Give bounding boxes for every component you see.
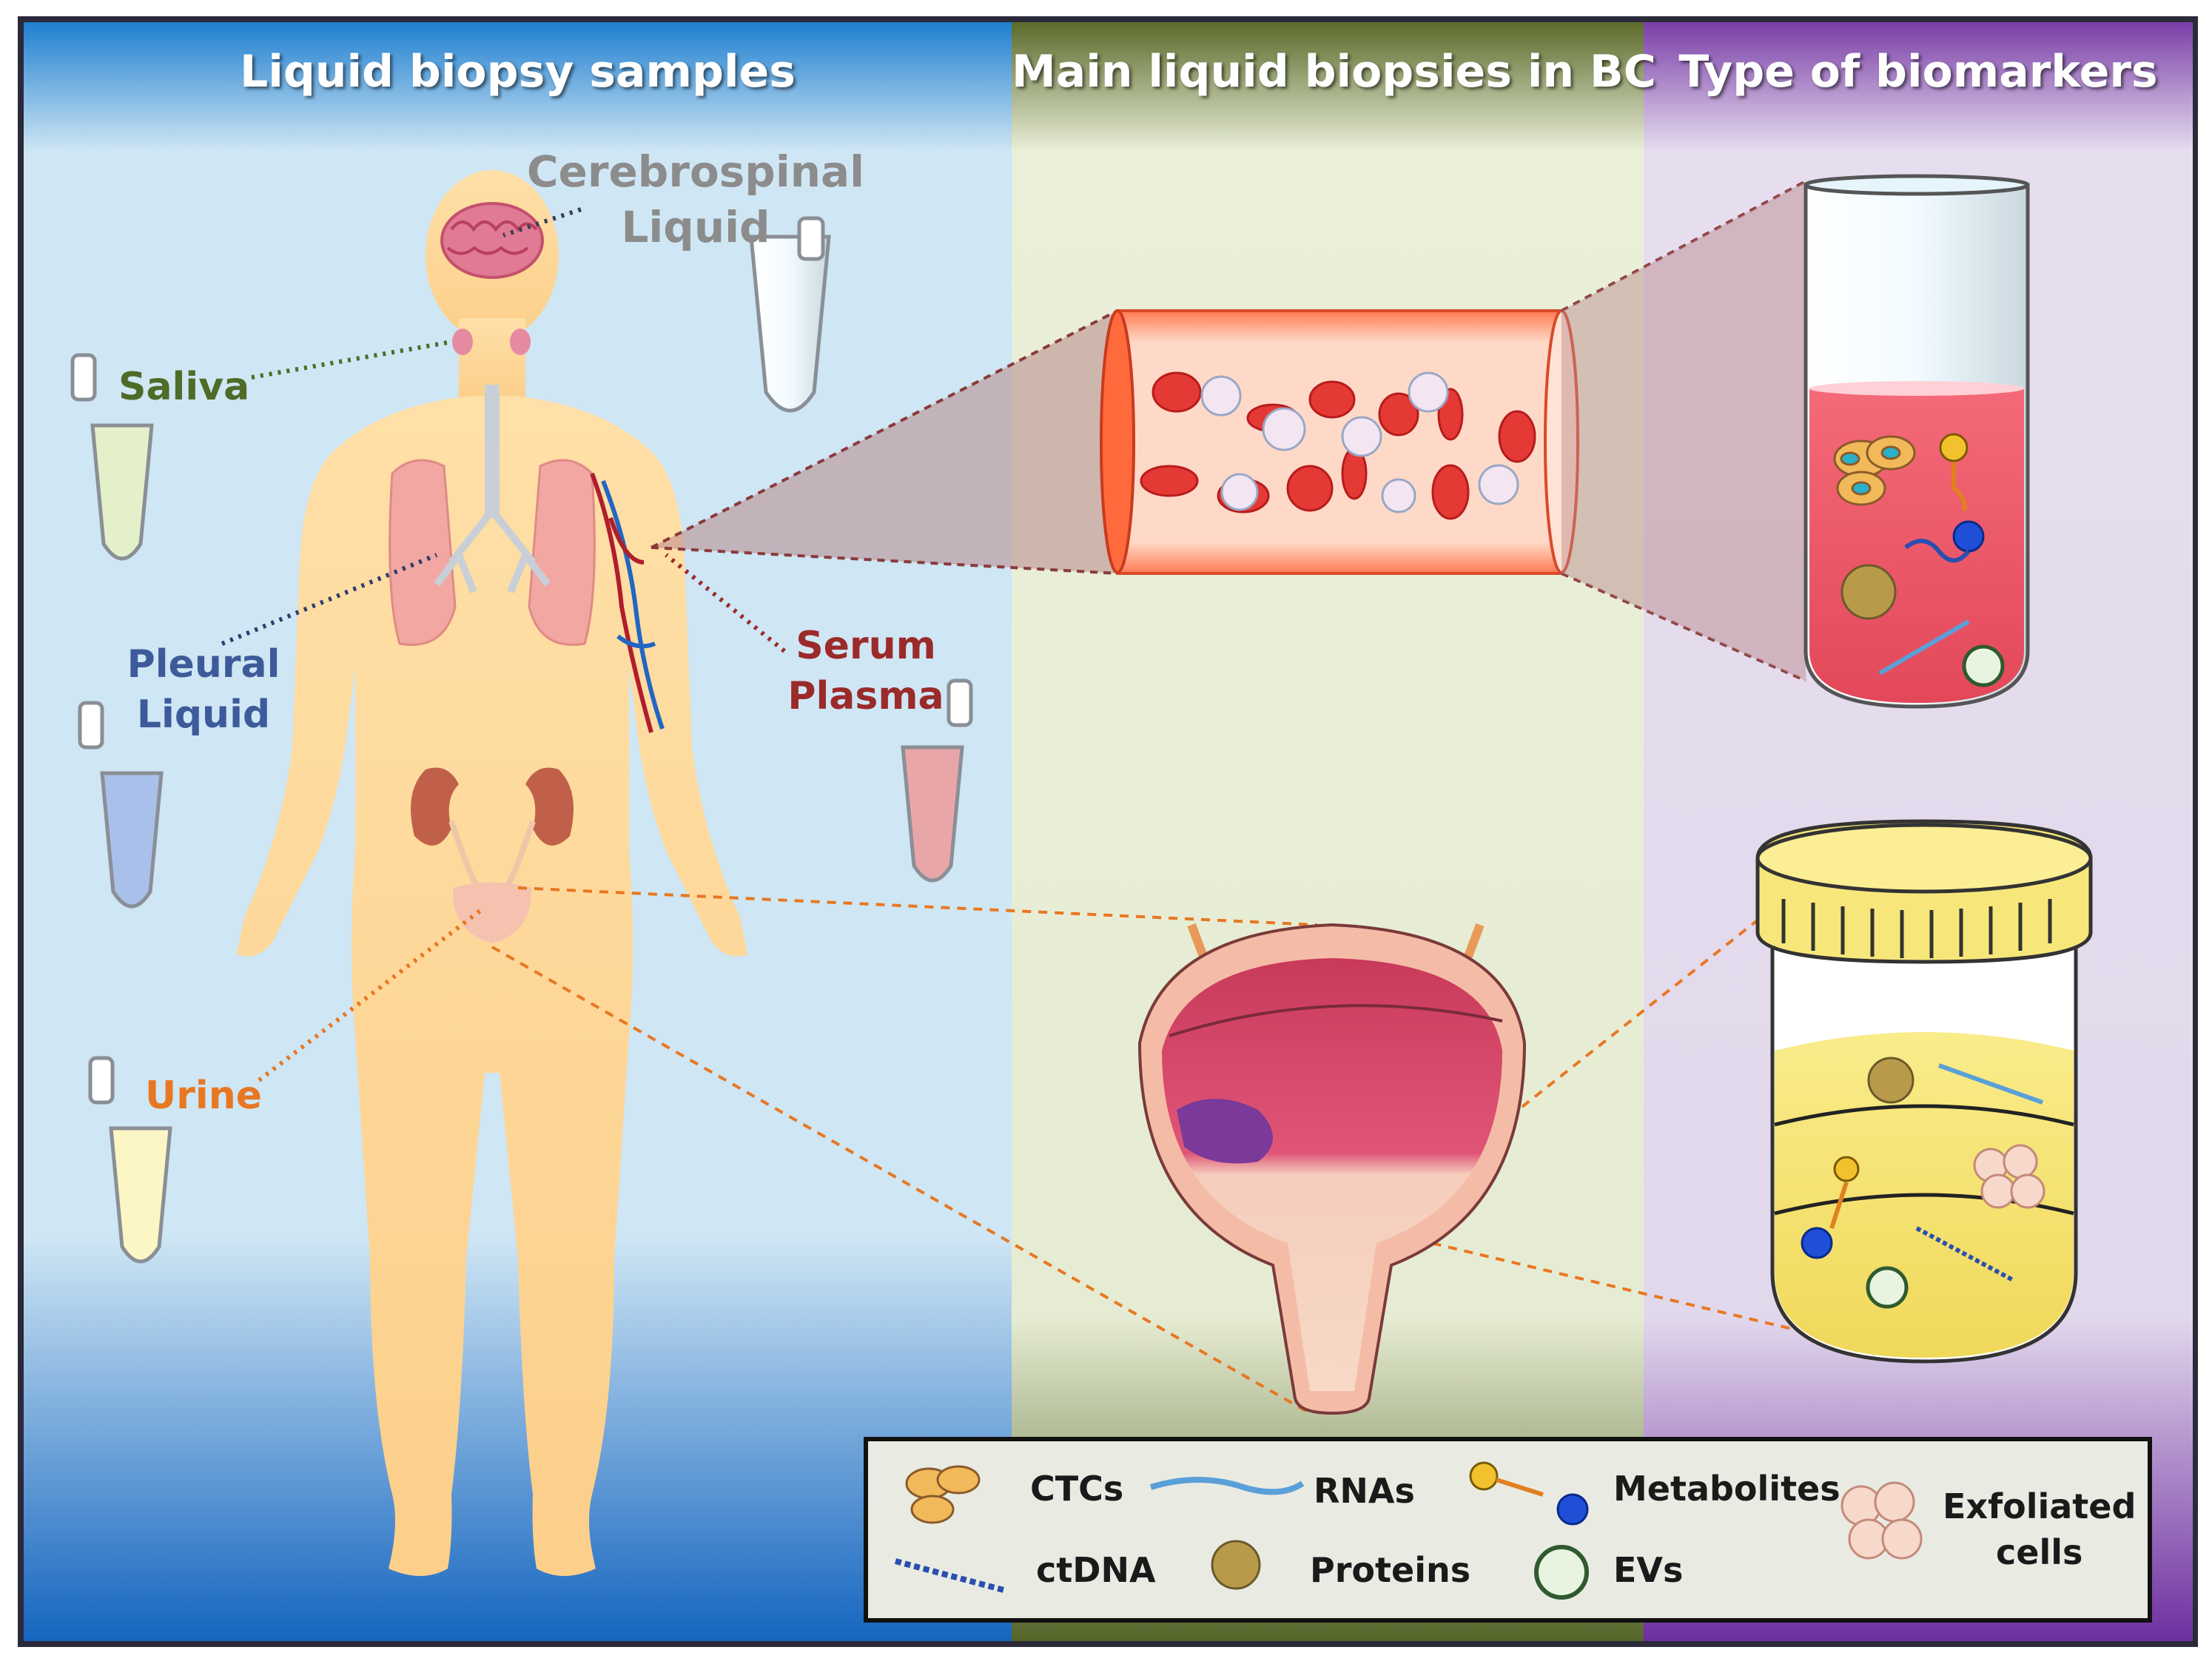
blood-projection-cone	[651, 311, 1117, 573]
saliva-label: Saliva	[118, 365, 250, 409]
legend-metabolite-icon	[1469, 1461, 1589, 1526]
urine-label: Urine	[145, 1074, 262, 1118]
jar-rna	[1937, 1063, 2044, 1105]
left-panel-title: Liquid biopsy samples	[240, 46, 796, 98]
tube-serum	[901, 678, 973, 883]
legend-ev-icon	[1534, 1545, 1589, 1600]
legend-ctdna-label: ctDNA	[1036, 1550, 1156, 1590]
salivary-gland-left	[452, 329, 473, 355]
tube-metabolite	[1939, 433, 1985, 553]
tube-pleural	[78, 701, 164, 909]
legend-metabolites-label: Metabolites	[1613, 1469, 1840, 1509]
legend-ctc-icon	[905, 1465, 981, 1524]
tube-ev	[1962, 644, 2005, 687]
pleural-label-line2: Liquid	[136, 692, 271, 737]
blood-vessel-illustration	[1100, 309, 1579, 575]
tube-csf	[749, 216, 831, 413]
legend-evs-label: EVs	[1613, 1550, 1684, 1590]
jar-ev	[1866, 1266, 1909, 1309]
serum-plasma-label: Serum Plasma	[784, 622, 947, 721]
legend-exfoliated-icon	[1840, 1481, 1923, 1560]
tube-saliva	[70, 353, 154, 561]
legend-exfoliated-label: Exfoliated cells	[1943, 1483, 2136, 1575]
pleural-label-line1: Pleural	[127, 642, 280, 687]
jar-ctdna	[1915, 1226, 2014, 1282]
csf-label-line2: Liquid	[621, 202, 770, 253]
serum-label-line1: Serum	[796, 624, 936, 668]
right-panel-title: Type of biomarkers	[1678, 46, 2158, 98]
legend-rna-icon	[1149, 1477, 1305, 1495]
jar-exfoliated-cells	[1973, 1144, 2045, 1209]
urinary-system	[411, 767, 574, 943]
arm-vessels	[590, 472, 665, 733]
tube-ctdna	[1904, 539, 1971, 563]
legend-exfoliated-line1: Exfoliated	[1943, 1486, 2137, 1526]
tube-urine	[88, 1056, 172, 1264]
sample-connector-lines	[221, 207, 786, 1082]
brain-illustration	[440, 202, 544, 279]
legend-proteins-label: Proteins	[1310, 1550, 1471, 1590]
urine-container	[1755, 819, 2093, 1364]
tube-ctc-cells	[1833, 435, 1916, 506]
middle-panel-title: Main liquid biopsies in BC	[1012, 46, 1656, 98]
serum-label-line2: Plasma	[787, 673, 944, 718]
bladder-illustration	[1137, 923, 1527, 1415]
csf-label: Cerebrospinal Liquid	[518, 144, 873, 256]
legend-protein-icon	[1211, 1540, 1261, 1590]
blood-test-tube	[1803, 174, 2030, 709]
pleural-label: Pleural Liquid	[126, 640, 281, 740]
bladder-tumor	[1177, 1099, 1273, 1164]
legend-ctcs-label: CTCs	[1030, 1469, 1124, 1509]
legend-box	[864, 1437, 2152, 1623]
csf-label-line1: Cerebrospinal	[526, 146, 865, 197]
salivary-gland-right	[510, 329, 531, 355]
lungs-illustration	[389, 385, 596, 646]
jar-protein	[1867, 1057, 1915, 1104]
tube-protein	[1840, 564, 1897, 620]
tube-rna	[1878, 619, 1970, 676]
legend-exfoliated-line2: cells	[1996, 1532, 2083, 1573]
legend-rnas-label: RNAs	[1314, 1471, 1415, 1511]
